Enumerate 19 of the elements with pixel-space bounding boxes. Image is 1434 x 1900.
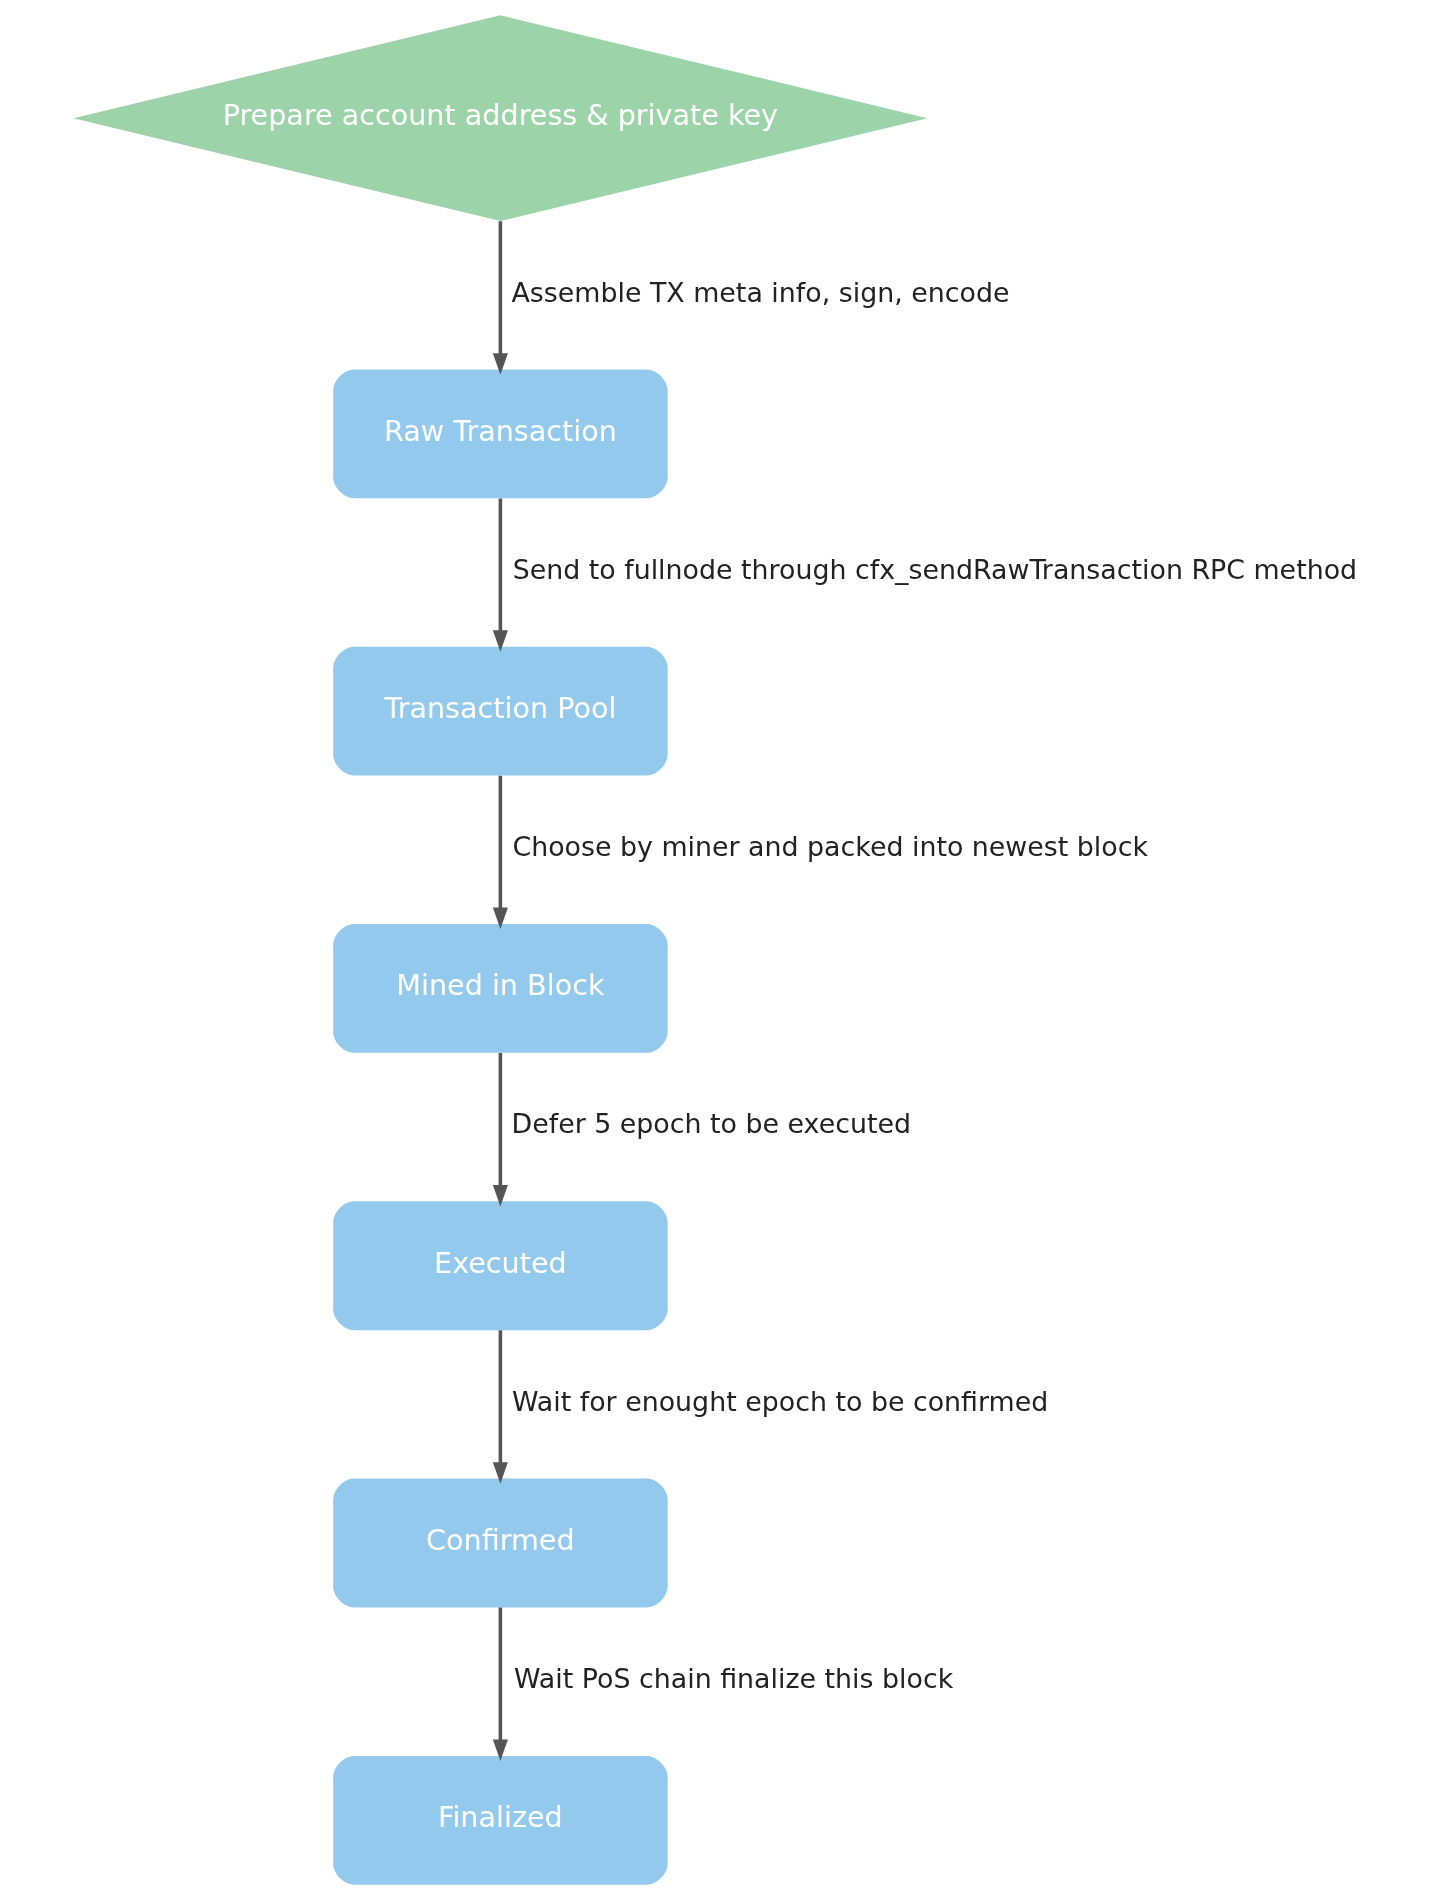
arrow — [492, 498, 508, 652]
edge-label: Wait PoS chain finalize this block — [514, 1662, 954, 1694]
node-box: Transaction Pool — [333, 646, 668, 776]
node-box: Confirmed — [333, 1478, 668, 1608]
edge-label: Defer 5 epoch to be executed — [511, 1108, 911, 1140]
arrow — [492, 775, 508, 930]
node-box: Mined in Block — [333, 924, 668, 1053]
edge-label: Assemble TX meta info, sign, encode — [511, 276, 1010, 308]
arrow — [492, 1053, 508, 1207]
arrow — [492, 221, 508, 375]
edge-label: Send to fullnode through cfx_sendRawTransaction RPC method — [512, 553, 1358, 585]
edge-label: Wait for enought epoch to be confirmed — [512, 1385, 1049, 1417]
arrow — [492, 1330, 508, 1484]
arrow — [492, 1607, 508, 1761]
node-box: Finalized — [333, 1755, 668, 1885]
node-box: Executed — [333, 1201, 668, 1331]
node-diamond: Prepare account address & private key — [73, 15, 928, 221]
node-box: Raw Transaction — [333, 369, 668, 499]
edge-label: Choose by miner and packed into newest block — [512, 831, 1149, 863]
